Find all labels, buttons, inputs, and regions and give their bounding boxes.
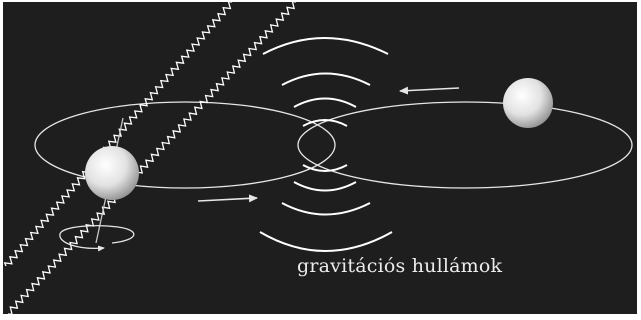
- wave-arcs-top: [263, 38, 388, 126]
- left-star-sphere: [85, 146, 139, 200]
- radiation-wave-right: [8, 1, 296, 314]
- orbit-right: [298, 102, 632, 188]
- orbit-arrow-top: [400, 88, 459, 91]
- radiation-wave-left: [5, 2, 232, 266]
- orbit-arrow-bottom: [198, 198, 257, 201]
- right-star-sphere: [503, 78, 553, 128]
- orbit-left: [35, 102, 335, 188]
- caption-gravitational-waves: gravitációs hullámok: [297, 255, 527, 277]
